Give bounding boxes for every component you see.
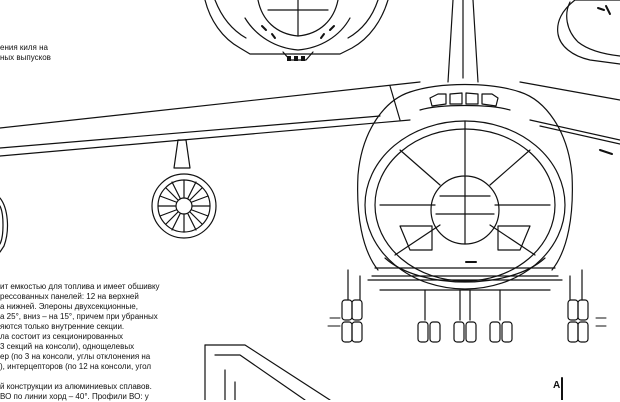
section-mark: A	[553, 380, 561, 391]
lower-section-drawing	[204, 344, 563, 400]
engine-intake	[151, 139, 217, 239]
caption-bottom: й конструкции из алюминиевых сплавов. ВО…	[0, 382, 152, 402]
side-detail-sketch	[557, 0, 620, 65]
fuselage-front-view	[357, 83, 573, 291]
left-wing	[0, 81, 421, 157]
caption-line: ения киля на	[0, 43, 48, 52]
outer-engine-partial	[0, 197, 9, 253]
caption-line: рессованных панелей: 12 на верхней	[0, 292, 139, 301]
landing-gear	[327, 269, 607, 343]
caption-middle: ит емкостью для топлива и имеет обшивку …	[0, 282, 160, 372]
caption-line: ных выпусков	[0, 53, 51, 62]
caption-top: ения киля на ных выпусков	[0, 43, 51, 63]
caption-line: ер (по 3 на консоли, углы отклонения на	[0, 352, 151, 361]
caption-line: й конструкции из алюминиевых сплавов.	[0, 382, 152, 391]
caption-line: ла состоит из секционированных	[0, 332, 124, 341]
caption-line: ВО по линии хорд – 40°. Профили ВО: у	[0, 392, 149, 401]
tail-fin	[447, 0, 479, 83]
right-wing	[519, 81, 620, 155]
caption-line: а 25°, вниз – на 15°, причем при убранны…	[0, 312, 158, 321]
caption-line: яются только внутренние секции.	[0, 322, 125, 331]
rear-view-sketch	[204, 0, 389, 61]
caption-line: ), интерцепторов (по 12 на консоли, угол	[0, 362, 152, 371]
caption-line: ит емкостью для топлива и имеет обшивку	[0, 282, 160, 291]
caption-line: 3 секций на консоли), однощелевых	[0, 342, 135, 351]
caption-line: а нижней. Элероны двухсекционные,	[0, 302, 138, 311]
